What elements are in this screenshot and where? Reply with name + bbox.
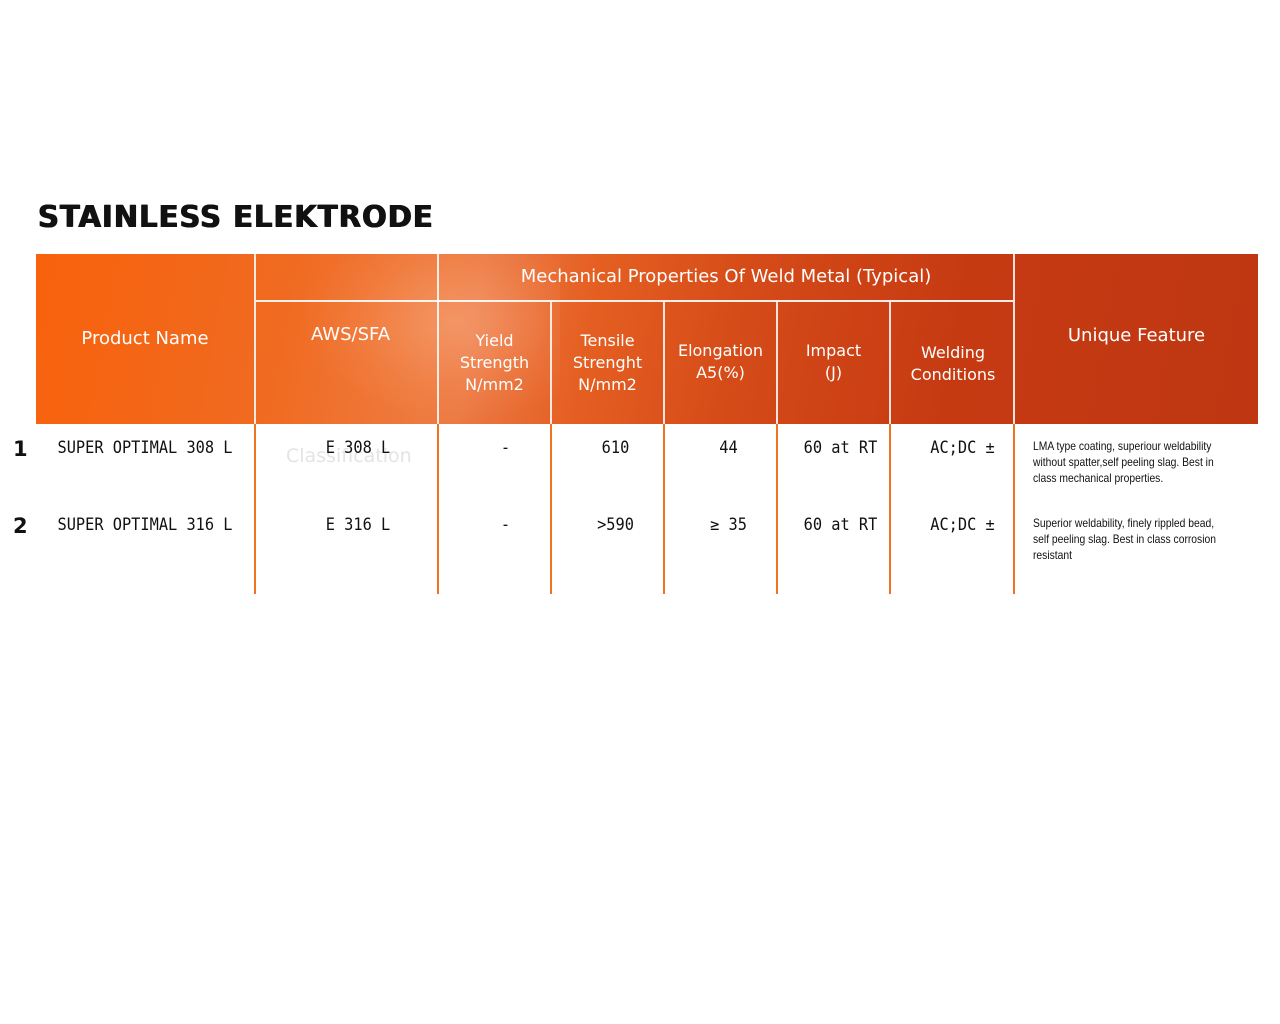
column-rule [889,424,891,594]
header-divider [889,301,891,424]
header-elongation: Elongation A5(%) [665,340,776,384]
row-yield: - [500,515,511,535]
row-yield: - [500,438,511,458]
header-mechanical-properties-label: Mechanical Properties Of Weld Metal (Typ… [520,266,932,287]
header-yield-line: N/mm2 [465,375,524,394]
column-rule [254,424,256,594]
header-tensile-line: Tensile [580,331,635,350]
header-welding-line: Conditions [910,365,996,384]
row-aws: E 308 L [325,438,391,458]
row-number: 1 [13,437,28,461]
row-unique-feature: Superior weldability, finely rippled bea… [1033,516,1216,562]
row-unique-feature: LMA type coating, superiour weldability … [1033,439,1214,485]
column-rule [437,424,439,594]
row-welding: AC;DC ± [930,438,995,458]
header-aws-sfa: AWS/SFA [256,322,445,348]
header-divider [663,301,665,424]
header-divider [1013,254,1015,424]
row-welding: AC;DC ± [930,515,995,535]
row-elongation: 44 [719,438,738,458]
header-unique-feature: Unique Feature [1015,322,1258,350]
header-elongation-line: A5(%) [696,363,745,382]
row-impact: 60 at RT [803,438,878,458]
header-welding-line: Welding [920,343,986,362]
header-mechanical-properties: Mechanical Properties Of Weld Metal (Typ… [439,254,1013,300]
header-tensile-line: N/mm2 [578,375,637,394]
header-tensile-strength: Tensile Strenght N/mm2 [552,330,663,396]
header-product-name-label: Product Name [81,328,209,349]
header-tensile-line: Strenght [572,353,643,372]
header-product-name: Product Name [36,254,254,424]
page-title: STAINLESS ELEKTRODE [38,200,434,235]
header-divider [550,301,552,424]
header-yield-line: Strength [459,353,530,372]
row-elongation: ≥ 35 [710,515,747,535]
header-divider [254,254,256,424]
row-product-name: SUPER OPTIMAL 308 L [57,438,233,458]
header-elongation-line: Elongation [677,341,764,360]
table-header-band [36,254,1258,424]
header-impact-line: (J) [824,363,843,382]
column-rule [1013,424,1015,594]
header-classification-ghost: Classification [286,445,412,467]
header-impact-line: Impact [805,341,862,360]
header-welding-conditions: Welding Conditions [891,342,1015,386]
header-rule [256,300,1013,302]
row-impact: 60 at RT [803,515,878,535]
header-yield-line: Yield [475,331,514,350]
header-impact: Impact (J) [778,340,889,384]
column-rule [550,424,552,594]
header-divider [437,254,439,424]
column-rule [663,424,665,594]
header-divider [776,301,778,424]
row-number: 2 [13,514,28,538]
header-unique-feature-label: Unique Feature [1067,325,1206,346]
row-product-name: SUPER OPTIMAL 316 L [57,515,233,535]
header-yield-strength: Yield Strength N/mm2 [439,330,550,396]
row-tensile: 610 [601,438,630,458]
row-aws: E 316 L [325,515,391,535]
header-aws-sfa-label: AWS/SFA [310,324,391,345]
column-rule [776,424,778,594]
row-tensile: >590 [597,515,634,535]
